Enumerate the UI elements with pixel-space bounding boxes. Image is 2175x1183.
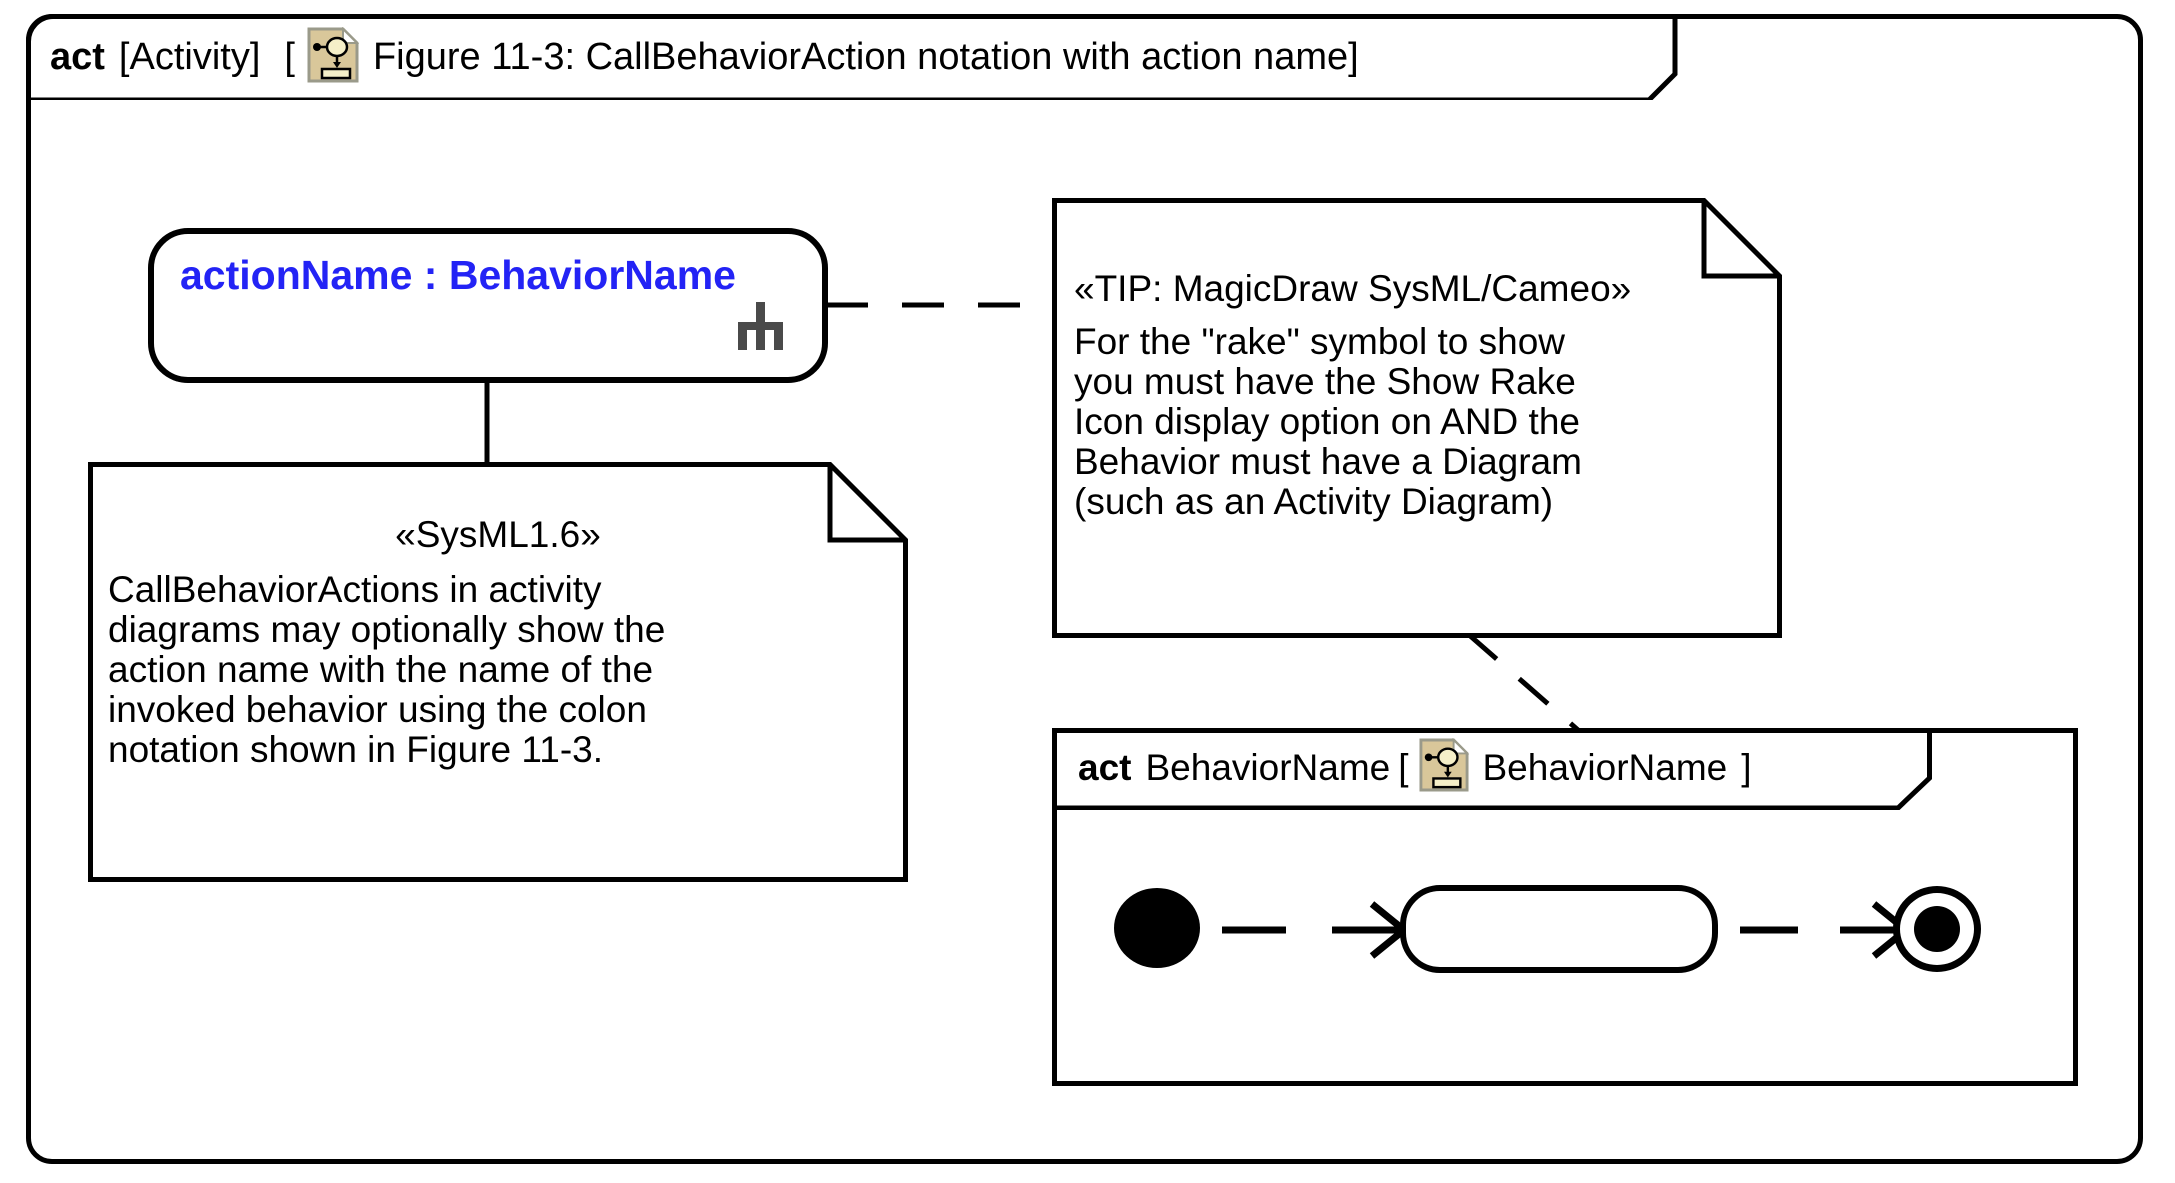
inner-action-node[interactable] [1400, 885, 1718, 973]
note-sysml16-line: invoked behavior using the colon [108, 688, 647, 730]
inner-frame-bracket-open: [ [1398, 746, 1409, 788]
action-node-label: actionName : BehaviorName [180, 252, 736, 298]
note-sysml16-line: notation shown in Figure 11-3. [108, 728, 604, 770]
frame-bracket-close: ] [1348, 36, 1359, 78]
activity-diagram-icon [307, 26, 360, 88]
final-node-core [1914, 906, 1960, 952]
call-behavior-action-node[interactable]: actionName : BehaviorName [148, 228, 828, 383]
note-tip-line: For the "rake" symbol to show [1074, 321, 1566, 362]
inner-frame-bracket-close: ] [1741, 746, 1752, 788]
note-tip-line: Behavior must have a Diagram [1074, 440, 1582, 482]
note-sysml16-line: diagrams may optionally show the [108, 608, 666, 650]
note-tip-line: you must have the Show Rake [1074, 360, 1576, 402]
note-tip-line: Icon display option on AND the [1074, 400, 1580, 442]
frame-bracket-open: [ [284, 36, 295, 78]
note-tip-line: (such as an Activity Diagram) [1074, 480, 1554, 522]
note-tip-stereotype: «TIP: MagicDraw SysML/Cameo» [1074, 268, 1632, 309]
note-tip-magicdraw: «TIP: MagicDraw SysML/Cameo» For the "ra… [1052, 198, 1782, 638]
note-sysml16-line: CallBehaviorActions in activity [108, 569, 602, 610]
frame-title: Figure 11-3: CallBehaviorAction notation… [372, 36, 1349, 78]
inner-frame-name: BehaviorName [1145, 746, 1391, 788]
activity-final-node[interactable] [1893, 886, 1981, 972]
frame-header: act [Activity] [ Figure 11-3: CallBehavi… [26, 14, 1678, 100]
inner-frame-title: BehaviorName [1482, 746, 1728, 788]
note-sysml16-line: action name with the name of the [108, 648, 654, 690]
note-sysml16: «SysML1.6» CallBehaviorActions in activi… [88, 462, 908, 882]
frame-type-label: [Activity] [118, 36, 261, 78]
initial-node[interactable] [1114, 888, 1200, 968]
inner-frame-keyword: act [1078, 746, 1132, 788]
note-sysml16-stereotype: «SysML1.6» [395, 514, 601, 555]
inner-frame-header: act BehaviorName [ BehaviorName ] [1052, 728, 1928, 806]
activity-diagram-icon [1418, 737, 1469, 797]
rake-icon [732, 300, 788, 357]
frame-keyword: act [50, 36, 105, 78]
